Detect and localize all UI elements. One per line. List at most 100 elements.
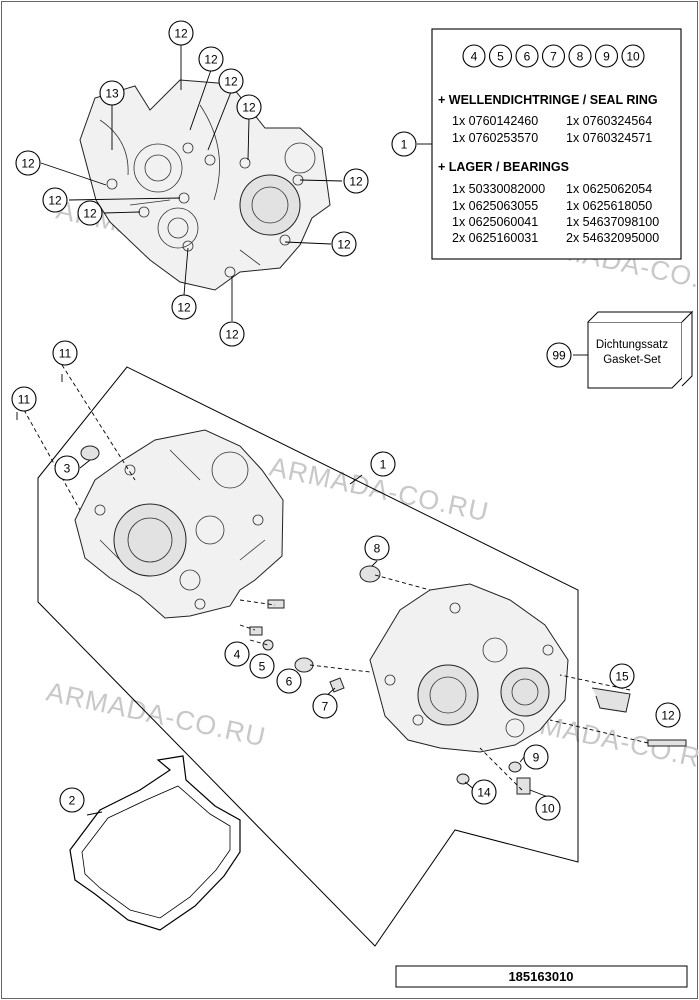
kit-number-10-label: 10	[626, 50, 640, 64]
bolt-5	[262, 639, 274, 651]
callout-3-15-label: 3	[64, 462, 71, 476]
callout-12-8: 12	[343, 168, 369, 194]
callout-12-23-label: 12	[661, 709, 675, 723]
callout-12-10-label: 12	[177, 301, 191, 315]
bearing-heading: + LAGER / BEARINGS	[438, 160, 569, 174]
callout-12-9-label: 12	[337, 238, 351, 252]
callout-4-18-label: 4	[234, 648, 241, 662]
seal-ring-3	[80, 445, 100, 461]
kit-number-7: 7	[541, 44, 566, 68]
callout-11-13: 11	[52, 340, 78, 366]
callout-15-22-label: 15	[615, 670, 629, 684]
kit-number-5: 5	[488, 44, 513, 68]
callout-12-1-label: 12	[204, 53, 218, 67]
dowel-7	[329, 677, 345, 693]
bearing-8	[359, 565, 381, 583]
callout-1-12: 1	[391, 131, 417, 157]
callout-2-27: 2	[59, 787, 85, 813]
kit-number-row: 4 5 6 7 8 9 10	[462, 44, 645, 68]
bearing-part-3: 1x 0625063055	[452, 199, 538, 213]
callout-1-16-label: 1	[380, 458, 387, 472]
callout-12-1: 12	[198, 46, 224, 72]
drawing-number-box	[395, 965, 688, 988]
kit-number-6-label: 6	[524, 50, 531, 64]
drawing-number: 185163010	[508, 969, 573, 984]
bearing-part-5: 1x 0625060041	[452, 215, 538, 229]
callout-11-14: 11	[11, 386, 37, 412]
left-crankcase-half	[74, 429, 284, 619]
bearing-part-8: 2x 54632095000	[566, 231, 659, 245]
seal-part-4: 1x 0760324571	[566, 131, 652, 145]
callout-12-0-label: 12	[174, 27, 188, 41]
callout-12-2: 12	[218, 68, 244, 94]
kit-number-10: 10	[621, 44, 645, 68]
callout-12-10: 12	[171, 294, 197, 320]
callout-15-22: 15	[609, 663, 635, 689]
gasket-set-label-2: Gasket-Set	[603, 354, 661, 366]
callout-11-14-label: 11	[18, 393, 31, 407]
assembled-crankcase-drawing	[79, 79, 331, 291]
callout-12-5-label: 12	[21, 157, 35, 171]
bearing-part-4: 1x 0625618050	[566, 199, 652, 213]
callout-12-2-label: 12	[224, 75, 238, 89]
plug-10	[516, 777, 531, 795]
callout-6-20: 6	[276, 668, 302, 694]
callout-99: 99	[546, 342, 572, 368]
kit-outline-frame	[37, 366, 579, 947]
callout-13-4-label: 13	[105, 87, 119, 101]
bearing-part-2: 1x 0625062054	[566, 182, 652, 196]
gasket-2	[69, 755, 241, 931]
callout-10-26: 10	[535, 795, 561, 821]
callout-13-4: 13	[99, 80, 125, 106]
bolt-upper	[267, 599, 285, 609]
gasket-set-label-1: Dichtungssatz	[596, 339, 668, 351]
callout-4-18: 4	[224, 641, 250, 667]
bolt-12	[647, 739, 687, 747]
washer-9	[508, 761, 522, 773]
kit-number-7-label: 7	[550, 50, 557, 64]
callout-7-21-label: 7	[322, 700, 329, 714]
callout-14-25: 14	[471, 779, 497, 805]
kit-number-5-label: 5	[497, 50, 504, 64]
bearing-part-7: 2x 0625160031	[452, 231, 538, 245]
watermark-4: ARMADA-CO.RU	[44, 677, 269, 753]
callout-12-9: 12	[331, 231, 357, 257]
callout-14-25-label: 14	[477, 786, 491, 800]
callout-8-17: 8	[364, 535, 390, 561]
callout-12-11-label: 12	[225, 328, 239, 342]
seal-part-2: 1x 0760324564	[566, 114, 652, 128]
right-crankcase-half	[369, 583, 569, 753]
callout-12-6: 12	[42, 187, 68, 213]
callout-12-6-label: 12	[48, 194, 62, 208]
callout-99-label: 99	[552, 349, 566, 363]
callout-12-8-label: 12	[349, 175, 363, 189]
bearing-part-6: 1x 54637098100	[566, 215, 659, 229]
callout-1-12-label: 1	[401, 138, 408, 152]
callout-1-16: 1	[370, 451, 396, 477]
callout-12-11: 12	[219, 321, 245, 347]
callout-5-19-label: 5	[259, 660, 266, 674]
callout-12-5: 12	[15, 150, 41, 176]
callout-2-27-label: 2	[69, 794, 76, 808]
callout-3-15: 3	[54, 455, 80, 481]
callout-12-3: 12	[236, 94, 262, 120]
kit-number-8-label: 8	[577, 50, 584, 64]
washer-14	[456, 773, 470, 785]
seal-heading: + WELLENDICHTRINGE / SEAL RING	[438, 93, 658, 107]
callout-5-19: 5	[249, 653, 275, 679]
seal-part-1: 1x 0760142460	[452, 114, 538, 128]
kit-number-9-label: 9	[603, 50, 610, 64]
kit-number-4-label: 4	[471, 50, 478, 64]
callout-8-17-label: 8	[374, 542, 381, 556]
callout-12-23: 12	[655, 702, 681, 728]
small-parts	[16, 374, 687, 795]
callout-9-24-label: 9	[533, 751, 540, 765]
leader-lines-top	[40, 44, 343, 321]
kit-number-8: 8	[568, 44, 592, 68]
gasket-set-box	[573, 310, 694, 389]
callout-10-26-label: 10	[541, 802, 555, 816]
kit-number-9: 9	[594, 44, 619, 68]
callout-11-13-label: 11	[59, 347, 72, 361]
